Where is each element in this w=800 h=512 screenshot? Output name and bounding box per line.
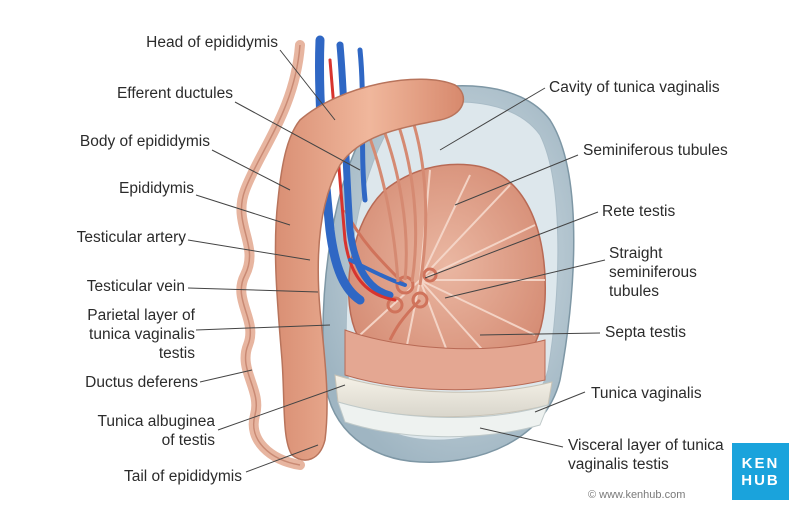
label-efferent-ductules: Efferent ductules xyxy=(116,85,233,102)
label-tunica-vaginalis: Tunica vaginalis xyxy=(591,385,702,402)
label-ductus-deferens: Ductus deferens xyxy=(85,374,198,391)
leader-tail-of-epididymis xyxy=(245,444,319,473)
label-tunica-albuginea: Tunica albuginea of testis xyxy=(97,413,215,449)
leader-straight-tubules xyxy=(444,259,606,299)
leader-epididymis xyxy=(195,194,291,226)
label-rete-testis: Rete testis xyxy=(602,203,676,220)
label-tail-of-epididymis: Tail of epididymis xyxy=(123,468,242,485)
cut-face-front xyxy=(344,329,546,391)
leader-body-of-epididymis xyxy=(211,149,291,191)
label-parietal-layer: Parietal layer of tunica vaginalis testi… xyxy=(87,307,195,362)
leader-lines xyxy=(187,49,606,473)
leader-septa-testis xyxy=(479,332,601,336)
logo-line-1: KEN xyxy=(741,454,780,472)
leader-cavity xyxy=(439,87,546,151)
leader-parietal-layer xyxy=(195,324,331,331)
label-body-of-epididymis: Body of epididymis xyxy=(79,133,210,150)
copyright-credit: © www.kenhub.com xyxy=(588,489,686,501)
leader-ductus-deferens xyxy=(199,369,253,383)
label-testicular-artery: Testicular artery xyxy=(76,229,186,246)
efferent-ductules xyxy=(363,111,428,286)
leader-testicular-artery xyxy=(187,239,311,261)
label-septa-testis: Septa testis xyxy=(605,324,686,341)
leader-seminiferous-tubules xyxy=(454,154,579,206)
leader-testicular-vein xyxy=(187,287,319,293)
leader-efferent-ductules xyxy=(234,101,361,171)
label-seminiferous-tubules: Seminiferous tubules xyxy=(583,142,728,159)
visceral-layer-floor xyxy=(337,401,549,438)
kenhub-logo: KEN HUB xyxy=(732,443,789,500)
label-epididymis: Epididymis xyxy=(119,180,194,197)
label-head-of-epididymis: Head of epididymis xyxy=(146,34,278,51)
label-straight-seminiferous-tubules: Straight seminiferous tubules xyxy=(609,245,697,300)
label-visceral-layer: Visceral layer of tunica vaginalis testi… xyxy=(568,437,724,473)
vessels xyxy=(315,35,407,305)
leader-tunica-albuginea xyxy=(217,384,346,431)
leader-rete-testis xyxy=(424,211,599,279)
leader-head-of-epididymis xyxy=(279,49,336,121)
label-cavity-of-tunica-vaginalis: Cavity of tunica vaginalis xyxy=(549,79,720,96)
logo-line-2: HUB xyxy=(741,471,780,489)
epididymis xyxy=(274,78,465,461)
leader-visceral-layer xyxy=(479,427,564,448)
label-testicular-vein: Testicular vein xyxy=(86,278,185,295)
leader-tunica-vaginalis xyxy=(534,391,586,413)
